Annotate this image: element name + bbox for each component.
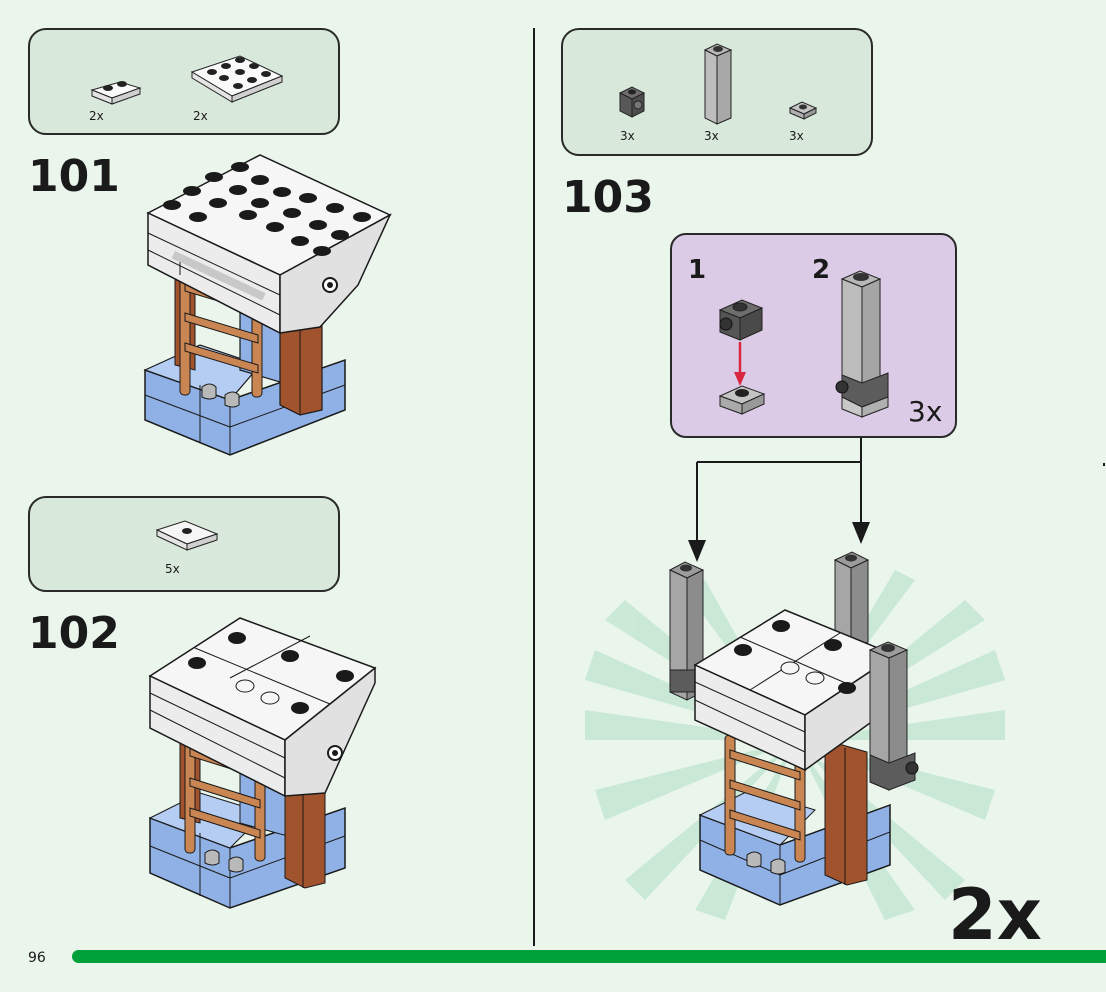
- page-number: 96: [28, 950, 46, 966]
- part-qty: 3x: [789, 129, 804, 143]
- column-divider: [533, 28, 535, 946]
- step-number: 101: [28, 151, 120, 202]
- step-103-model-illustration: [585, 551, 1005, 920]
- part-qty: 2x: [193, 109, 208, 123]
- step-102-model-illustration: [148, 617, 377, 909]
- part-white-plate-1x2: [90, 81, 142, 105]
- build-multiplier: 2x: [948, 874, 1042, 956]
- part-white-plate-3x3: [190, 55, 284, 103]
- substep-number: 1: [688, 255, 707, 285]
- part-light-gray-brick-1x1x4: [703, 43, 733, 125]
- submodel-quantity: 3x: [908, 395, 943, 428]
- substep-2-illustration: [835, 270, 889, 418]
- substep-number: 2: [812, 255, 831, 285]
- substep-1-illustration: [718, 299, 766, 415]
- step-number: 102: [28, 608, 120, 659]
- step-101-model-illustration: [143, 154, 392, 456]
- parts-box-step-101: 2x 2x: [28, 28, 340, 135]
- submodel-callout: 1 2 3x: [670, 233, 957, 438]
- page-footer-bar: [72, 950, 1106, 963]
- part-white-tile-2x2-with-center-stud: [155, 520, 219, 551]
- part-dark-gray-brick-1x1-with-side-stud: [618, 86, 646, 118]
- part-qty: 3x: [620, 129, 635, 143]
- parts-box-step-102: 5x: [28, 496, 340, 592]
- part-qty: 5x: [165, 562, 180, 576]
- part-qty: 2x: [89, 109, 104, 123]
- part-qty: 3x: [704, 129, 719, 143]
- parts-box-step-103: 3x 3x 3x: [561, 28, 873, 156]
- step-number: 103: [562, 172, 654, 223]
- part-light-gray-plate-1x1: [788, 101, 818, 120]
